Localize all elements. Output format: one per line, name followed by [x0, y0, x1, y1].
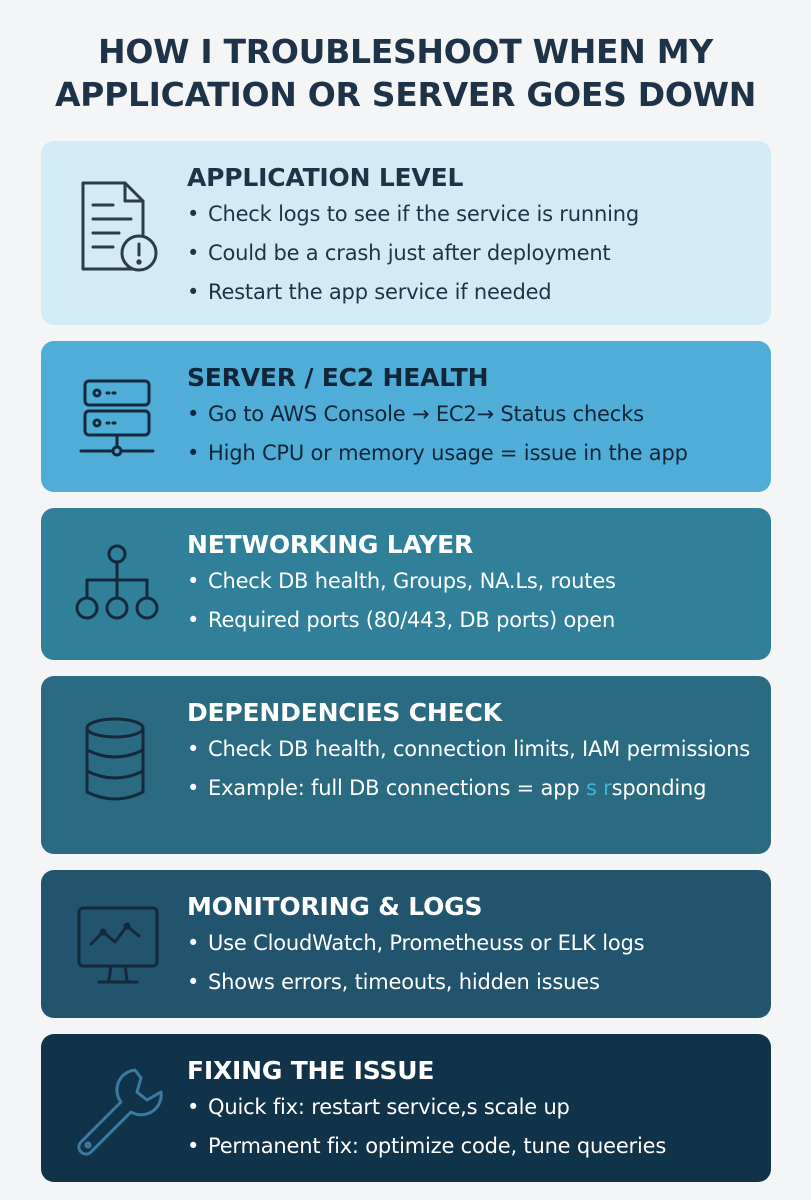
- document-alert-icon: [69, 175, 169, 275]
- bullet-list: Use CloudWatch, Prometheuss or ELK logs …: [187, 924, 759, 1002]
- bullet-item: Example: full DB connections = app s rsp…: [187, 769, 759, 808]
- section-body: MONITORING & LOGS Use CloudWatch, Promet…: [187, 890, 759, 1002]
- monitor-chart-icon: [69, 898, 169, 998]
- bullet-text: sponding: [611, 776, 707, 800]
- section-title: APPLICATION LEVEL: [187, 163, 464, 192]
- section-body: FIXING THE ISSUE Quick fix: restart serv…: [187, 1054, 759, 1166]
- bullet-item: Permanent fix: optimize code, tune queer…: [187, 1127, 759, 1166]
- bullet-item: Check DB health, Groups, NA.Ls, routes: [187, 562, 759, 601]
- section-body: APPLICATION LEVEL Check logs to see if t…: [187, 161, 759, 312]
- section-body: NETWORKING LAYER Check DB health, Groups…: [187, 528, 759, 640]
- database-icon: [69, 710, 169, 810]
- bullet-item: Use CloudWatch, Prometheuss or ELK logs: [187, 924, 759, 963]
- bullet-item: High CPU or memory usage = issue in the …: [187, 434, 759, 473]
- page-title: HOW I TROUBLESHOOT WHEN MY APPLICATION O…: [0, 30, 811, 116]
- bullet-list: Check logs to see if the service is runn…: [187, 195, 759, 312]
- title-line-2: APPLICATION OR SERVER GOES DOWN: [54, 75, 757, 114]
- section-dependencies-check: DEPENDENCIES CHECK Check DB health, conn…: [41, 676, 771, 854]
- section-title: NETWORKING LAYER: [187, 530, 474, 559]
- section-application-level: APPLICATION LEVEL Check logs to see if t…: [41, 141, 771, 325]
- section-title: MONITORING & LOGS: [187, 892, 483, 921]
- bullet-text: Example: full DB connections = app: [208, 776, 586, 800]
- bullet-item: Quick fix: restart service,s scale up: [187, 1088, 759, 1127]
- section-networking-layer: NETWORKING LAYER Check DB health, Groups…: [41, 508, 771, 660]
- section-fixing-issue: FIXING THE ISSUE Quick fix: restart serv…: [41, 1034, 771, 1182]
- section-server-health: SERVER / EC2 HEALTH Go to AWS Console → …: [41, 341, 771, 492]
- bullet-list: Go to AWS Console → EC2→ Status checks H…: [187, 395, 759, 473]
- section-body: DEPENDENCIES CHECK Check DB health, conn…: [187, 696, 759, 808]
- title-line-1: HOW I TROUBLESHOOT WHEN MY: [98, 32, 713, 71]
- bullet-list: Check DB health, Groups, NA.Ls, routes R…: [187, 562, 759, 640]
- highlighted-text: s r: [585, 776, 612, 800]
- bullet-item: Restart the app service if needed: [187, 273, 759, 312]
- section-title: SERVER / EC2 HEALTH: [187, 363, 489, 392]
- bullet-item: Could be a crash just after deployment: [187, 234, 759, 273]
- bullet-item: Required ports (80/443, DB ports) open: [187, 601, 759, 640]
- bullet-item: Check DB health, connection limits, IAM …: [187, 730, 759, 769]
- bullet-item: Check logs to see if the service is runn…: [187, 195, 759, 234]
- server-rack-icon: [69, 367, 169, 467]
- bullet-list: Check DB health, connection limits, IAM …: [187, 730, 759, 808]
- section-title: DEPENDENCIES CHECK: [187, 698, 502, 727]
- network-hierarchy-icon: [69, 536, 169, 636]
- section-title: FIXING THE ISSUE: [187, 1056, 435, 1085]
- bullet-list: Quick fix: restart service,s scale up Pe…: [187, 1088, 759, 1166]
- section-body: SERVER / EC2 HEALTH Go to AWS Console → …: [187, 361, 759, 473]
- wrench-icon: [69, 1062, 169, 1162]
- bullet-item: Go to AWS Console → EC2→ Status checks: [187, 395, 759, 434]
- section-monitoring-logs: MONITORING & LOGS Use CloudWatch, Promet…: [41, 870, 771, 1018]
- bullet-item: Shows errors, timeouts, hidden issues: [187, 963, 759, 1002]
